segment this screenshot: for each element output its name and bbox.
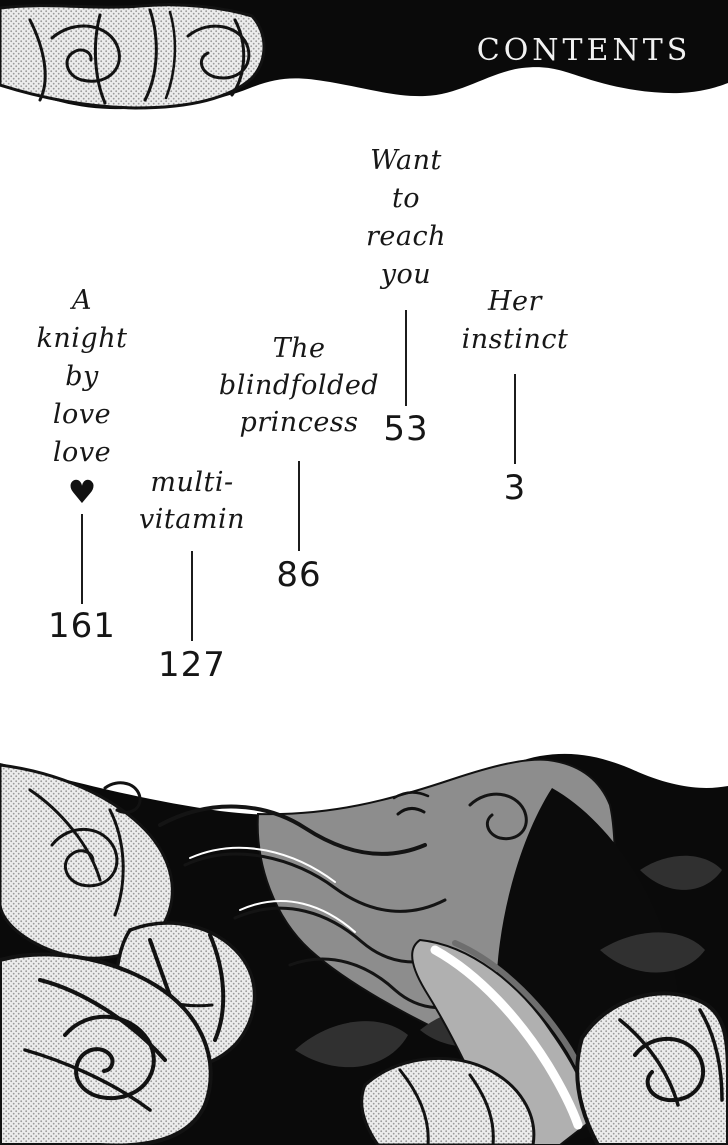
toc-entry-the-blindfolded-princess[interactable]: The blindfolded princess 86 xyxy=(219,330,379,592)
page-number: 127 xyxy=(158,645,226,685)
leader-line xyxy=(298,461,300,551)
toc-entry-want-to-reach-you[interactable]: Want to reach you 53 xyxy=(326,142,486,446)
toc-entry-a-knight-by-love-love[interactable]: A knight by love love ♥ 161 xyxy=(2,282,162,643)
title-line: love xyxy=(52,437,112,468)
page-number: 86 xyxy=(276,555,322,595)
title-line: multi- xyxy=(150,467,234,498)
leader-line xyxy=(405,310,407,406)
face-brow xyxy=(392,791,430,800)
story-title: The blindfolded princess xyxy=(219,330,379,441)
top-left-roses xyxy=(0,3,266,110)
contents-heading: CONTENTS xyxy=(476,33,692,68)
leader-line xyxy=(514,374,516,464)
bottom-roses xyxy=(0,763,728,1145)
title-line: Want xyxy=(370,145,442,176)
title-line: The xyxy=(272,333,326,364)
bottom-manga-artwork xyxy=(0,753,728,1145)
story-title: A knight by love love xyxy=(37,282,128,472)
leader-line xyxy=(191,551,193,641)
title-line: you xyxy=(380,259,432,290)
title-line: Her xyxy=(488,286,542,317)
face-eye xyxy=(396,807,426,816)
page-number: 3 xyxy=(503,468,527,508)
title-line: love xyxy=(52,399,112,430)
title-line: to xyxy=(391,183,421,214)
title-line: by xyxy=(65,361,99,392)
toc-entry-multi-vitamin[interactable]: multi- vitamin 127 xyxy=(112,464,272,682)
top-rose-banner-artwork xyxy=(0,0,728,110)
title-line: reach xyxy=(366,221,446,252)
story-title: Want to reach you xyxy=(366,142,446,294)
story-title: multi- vitamin xyxy=(139,464,245,538)
title-line: instinct xyxy=(461,324,569,355)
title-line: blindfolded xyxy=(218,370,380,401)
page-number: 161 xyxy=(48,606,116,646)
page-number: 53 xyxy=(383,409,429,449)
title-line: knight xyxy=(36,323,128,354)
story-title: Her instinct xyxy=(462,283,569,359)
title-line: princess xyxy=(239,407,359,438)
title-line: vitamin xyxy=(139,504,245,535)
heart-icon: ♥ xyxy=(67,473,97,511)
toc-entry-her-instinct[interactable]: Her instinct 3 xyxy=(435,283,595,505)
title-line: A xyxy=(71,285,92,316)
leader-line xyxy=(81,514,83,604)
